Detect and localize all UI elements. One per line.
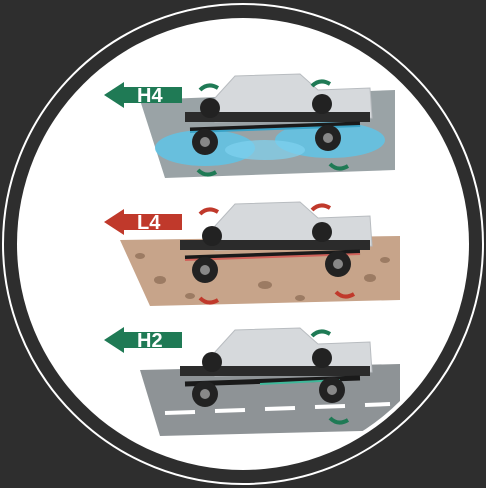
h2-mode-label: H2 <box>137 330 163 352</box>
water-splash <box>225 140 305 160</box>
h4-mode-label: H4 <box>137 85 163 107</box>
l4-mode-label: L4 <box>137 212 161 234</box>
mode-panel-l4: L4 <box>104 202 400 306</box>
